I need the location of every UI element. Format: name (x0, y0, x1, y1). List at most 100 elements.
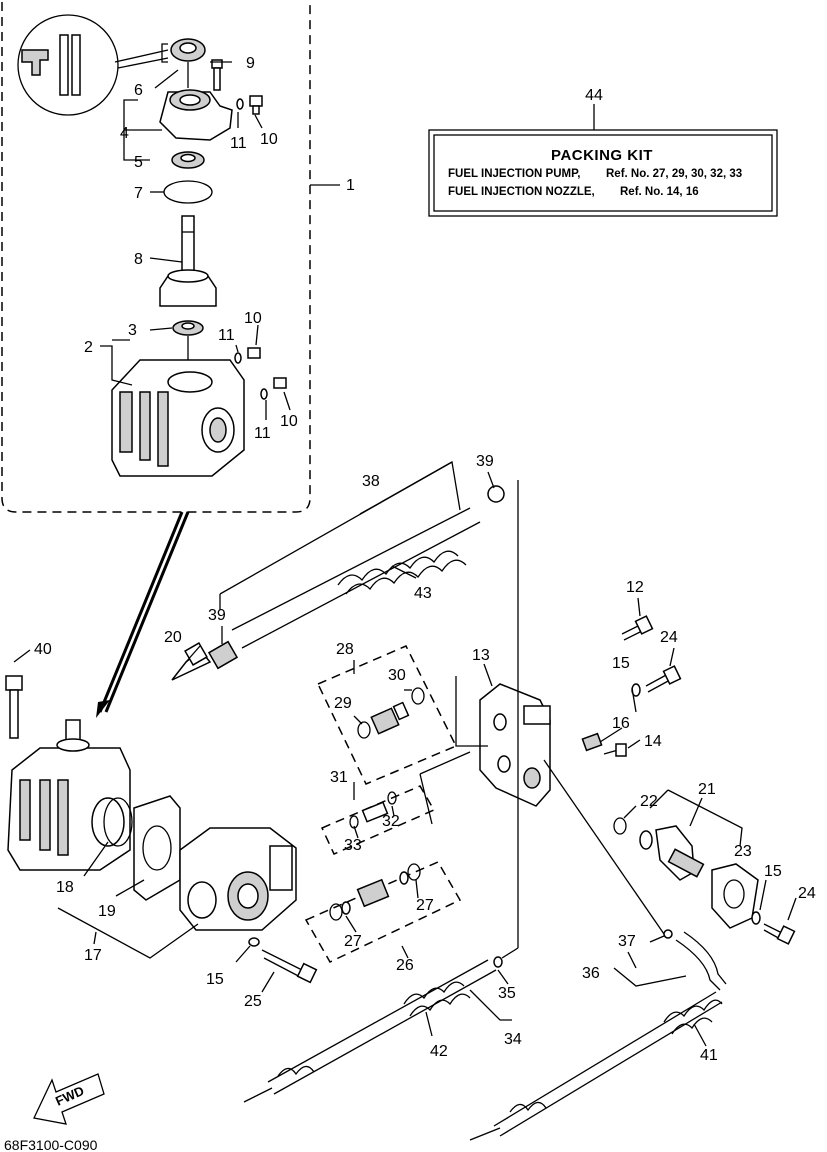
callout-27-right: 27 (416, 897, 434, 914)
part-14-screw (603, 743, 627, 757)
part-28-group (316, 645, 458, 785)
callout-19: 19 (98, 903, 116, 920)
cable-34-leaders (425, 969, 512, 1037)
part-8-shaft (159, 215, 217, 307)
part-15-washer-a (248, 937, 260, 947)
callout-24-top: 24 (660, 629, 678, 646)
callout-15-right: 15 (612, 655, 630, 672)
callout-10-top: 10 (260, 131, 278, 148)
part-6-oil-seal (170, 38, 206, 62)
callout-7: 7 (134, 185, 143, 202)
callout-2: 2 (84, 339, 93, 356)
part-12-bolt (621, 615, 654, 641)
callout-23: 23 (734, 843, 752, 860)
detail-magnifier (17, 14, 169, 116)
cable-38-leaders (219, 460, 495, 610)
callout-32: 32 (382, 813, 400, 830)
callout-26: 26 (396, 957, 414, 974)
callout-37: 37 (618, 933, 636, 950)
callout-11-low: 11 (254, 425, 271, 442)
part-15-washer-c (751, 911, 761, 925)
callout-44: 44 (585, 87, 603, 104)
part-40-bolt (5, 649, 31, 739)
callout-34: 34 (504, 1031, 522, 1048)
part-10-11-hardware-side (234, 347, 287, 400)
callout-15-left: 15 (206, 971, 224, 988)
packing-kit-nozzle-label: FUEL INJECTION NOZZLE, (448, 186, 595, 198)
part-4-housing (159, 89, 233, 141)
part-19-gasket (133, 795, 181, 901)
callout-33: 33 (344, 837, 362, 854)
callout-27-left: 27 (344, 933, 362, 950)
part-17-leaders (57, 626, 488, 993)
callout-41: 41 (700, 1047, 718, 1064)
cable-38-assembly (171, 485, 505, 681)
callout-11-mid: 11 (218, 327, 235, 344)
callout-10-low: 10 (280, 413, 298, 430)
packing-kit-title: PACKING KIT (551, 147, 653, 164)
callout-24-bottom: 24 (798, 885, 816, 902)
callout-21: 21 (698, 781, 716, 798)
callout-17: 17 (84, 947, 102, 964)
callout-9: 9 (246, 55, 255, 72)
right-side-leaders (483, 597, 797, 921)
part-16-clip (581, 732, 603, 752)
callout-25: 25 (244, 993, 262, 1010)
callout-15-far-right: 15 (764, 863, 782, 880)
callout-3: 3 (128, 322, 137, 339)
callout-5: 5 (134, 154, 143, 171)
part-22-o-ring (613, 817, 653, 850)
cable-36-assembly (469, 759, 727, 1141)
callout-10-mid: 10 (244, 310, 262, 327)
assembly-boundary (1, 2, 311, 513)
part-24-bolt-a (645, 665, 682, 693)
callout-39-top: 39 (476, 453, 494, 470)
packing-kit-pump-refs: Ref. No. 27, 29, 30, 32, 33 (606, 168, 742, 180)
callout-4: 4 (120, 125, 129, 142)
callout-12: 12 (626, 579, 644, 596)
drawing-code: 68F3100-C090 (4, 1137, 98, 1152)
part-3-bearing (172, 320, 204, 336)
callout-28: 28 (336, 641, 354, 658)
packing-kit-pump-label: FUEL INJECTION PUMP, (448, 168, 581, 180)
callout-35: 35 (498, 985, 516, 1002)
part-26-group (304, 861, 462, 963)
callout-20: 20 (164, 629, 182, 646)
callout-16: 16 (612, 715, 630, 732)
part-5-bearing (171, 151, 205, 169)
callout-43: 43 (414, 585, 432, 602)
part-18-o-ring (103, 797, 133, 847)
callout-38: 38 (362, 473, 380, 490)
part-9-bolt (211, 59, 223, 91)
fwd-label: FWD (53, 1083, 86, 1109)
callout-42: 42 (430, 1043, 448, 1060)
part-25-bolt (261, 949, 318, 984)
callout-40: 40 (34, 641, 52, 658)
installed-pump-body (7, 719, 131, 871)
part-7-o-ring (163, 180, 213, 204)
cable-34-assembly (243, 480, 519, 1103)
callout-31: 31 (330, 769, 348, 786)
part-23-gasket (711, 863, 759, 929)
part-24-bolt-b (763, 923, 796, 945)
callout-labels: 9 6 4 11 10 5 7 1 8 10 3 11 2 10 11 38 3… (34, 55, 816, 1064)
callout-39-left: 39 (208, 607, 226, 624)
callout-29: 29 (334, 695, 352, 712)
fwd-arrow-icon: FWD (33, 1073, 105, 1125)
part-2-pump-body (111, 359, 245, 477)
callout-30: 30 (388, 667, 406, 684)
callout-18: 18 (56, 879, 74, 896)
callout-1: 1 (346, 177, 355, 194)
cable-36-leaders (613, 935, 707, 1047)
callout-22: 22 (640, 793, 658, 810)
part-31-group (320, 785, 436, 855)
packing-kit-box (428, 104, 778, 217)
callout-11-top: 11 (230, 135, 247, 152)
callout-6: 6 (134, 82, 143, 99)
part-10-11-hardware-top (236, 95, 263, 115)
part-17-injection-housing (179, 827, 297, 931)
callout-36: 36 (582, 965, 600, 982)
callout-14: 14 (644, 733, 662, 750)
assembly-leaders (100, 61, 340, 420)
